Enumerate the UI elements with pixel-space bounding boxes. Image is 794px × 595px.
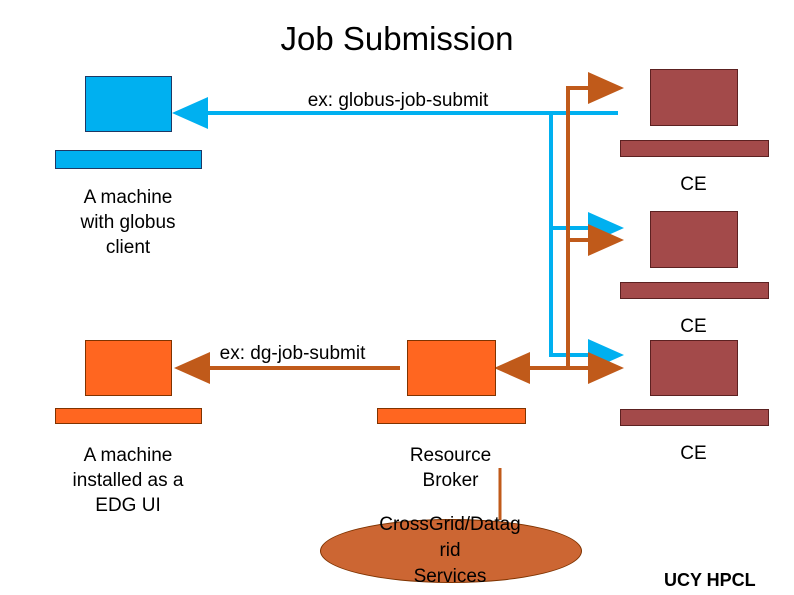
node-crossgrid-services-ellipse (320, 519, 582, 583)
label-machine-edg-ui: A machine installed as a EDG UI (24, 443, 232, 518)
node-ce-2-box (650, 211, 738, 268)
node-globus-client-base (55, 150, 202, 169)
page-title: Job Submission (280, 20, 514, 57)
label-ce-2: CE (680, 316, 707, 337)
label-line: Services (413, 566, 487, 587)
label-line: rid (439, 540, 461, 561)
arrow-orange-trunk (566, 72, 624, 368)
label-line: A machine (83, 445, 173, 466)
node-resource-broker-box (407, 340, 496, 396)
label-line: client (105, 237, 151, 258)
node-ce-2-base (620, 282, 769, 299)
label-ce-3: CE (680, 443, 707, 464)
node-ce-1-box (650, 69, 738, 126)
label-line: Resource (409, 445, 492, 466)
label-line: CrossGrid/Datag (379, 514, 521, 535)
label-machine-globus-client: A machine with globus client (24, 185, 232, 260)
node-resource-broker-base (377, 408, 526, 424)
footer-logo-text: UCY HPCL (664, 570, 756, 590)
node-edg-ui-base (55, 408, 202, 424)
node-ce-1-base (620, 140, 769, 157)
label-line: EDG UI (95, 495, 161, 516)
node-globus-client-box (85, 76, 172, 132)
node-edg-ui-box (85, 340, 172, 396)
label-line: installed as a (72, 470, 184, 491)
label-line: Broker (422, 470, 479, 491)
arrow-blue-trunk (549, 113, 624, 371)
label-crossgrid-services: CrossGrid/Datag rid Services (320, 512, 580, 590)
node-ce-3-base (620, 409, 769, 426)
label-line: A machine (83, 187, 173, 208)
node-ce-3-box (650, 340, 738, 396)
label-ce-1: CE (680, 174, 707, 195)
label-line: with globus (80, 212, 176, 233)
label-dg-job-submit: ex: dg-job-submit (219, 343, 366, 364)
label-globus-job-submit: ex: globus-job-submit (307, 90, 489, 111)
label-resource-broker: Resource Broker (377, 443, 524, 493)
